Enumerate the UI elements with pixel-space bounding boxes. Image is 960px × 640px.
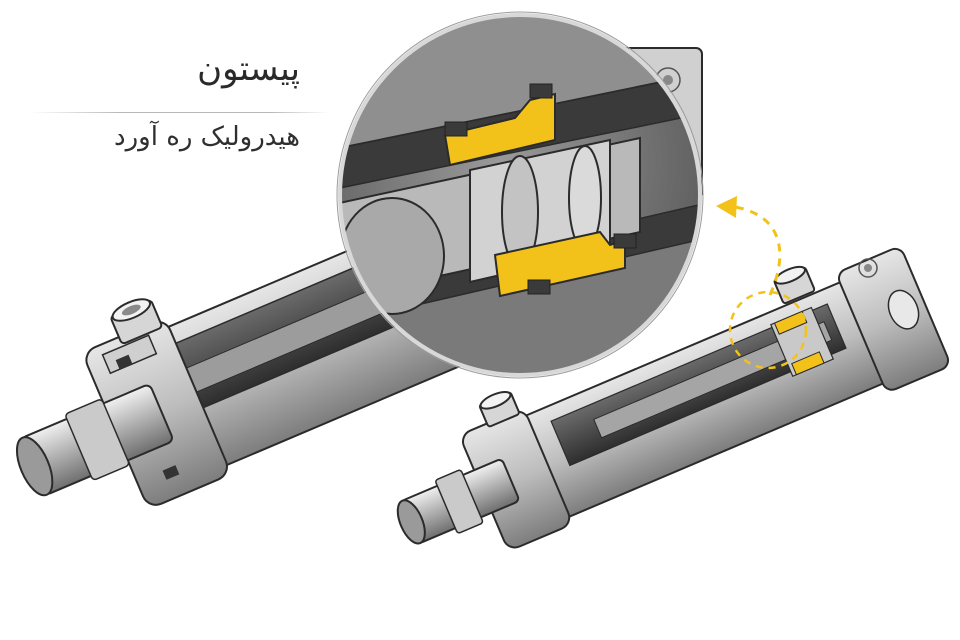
page-subtitle: هیدرولیک ره آورد [114, 122, 300, 152]
title-divider [30, 112, 330, 113]
dashed-callout-arrow [716, 196, 782, 296]
brand-logo-emblem [858, 258, 878, 278]
page-title: پیستون [197, 49, 300, 89]
subtitle-block: هیدرولیک ره آورد [20, 122, 300, 152]
small-cylinder [396, 247, 950, 549]
magnifier-piston-seal-detail [336, 11, 704, 379]
title-block: پیستون [20, 49, 300, 89]
